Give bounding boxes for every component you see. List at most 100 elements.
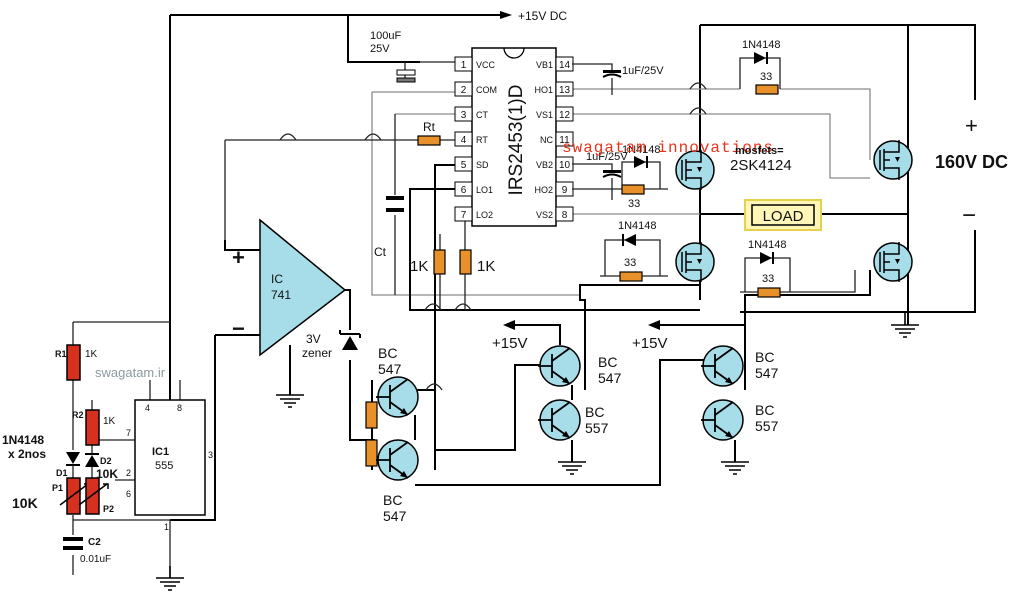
pin-number-left: 7	[461, 210, 467, 221]
pin-number-right: 14	[559, 60, 571, 71]
wire-bottom-bus	[415, 359, 705, 486]
pin-name-right: VS2	[536, 210, 553, 220]
q-top-left-line2: 547	[378, 361, 402, 377]
pin-number-left: 2	[461, 85, 467, 96]
mosfet-title: mosfets=	[735, 145, 784, 157]
res-1k-b-label: 1K	[477, 258, 495, 275]
ic1-pin2: 2	[126, 468, 131, 478]
zener-voltage: 3V	[306, 332, 321, 346]
wire-15v-cap	[347, 15, 420, 63]
label-15v-mid: +15V	[492, 335, 527, 352]
hop-1	[279, 133, 297, 141]
cap-100u-volt: 25V	[370, 43, 390, 55]
wire-q1	[414, 389, 435, 440]
ground-icon	[721, 450, 749, 475]
diode-a: 1N4148	[739, 39, 781, 89]
zener: 3V zener	[302, 330, 361, 360]
pin-name-left: VCC	[476, 60, 496, 70]
pin-box-left	[454, 81, 473, 97]
ic1-pin6: 6	[126, 489, 131, 499]
diode-b-label: 1N4148	[622, 144, 661, 156]
res-left-1	[365, 401, 378, 429]
ic-notch	[503, 47, 525, 59]
r1-label: R1	[55, 349, 67, 359]
res-33-d-label: 33	[762, 273, 774, 285]
wire-ho1	[572, 88, 871, 160]
grounds	[156, 313, 919, 591]
wire-right-out	[744, 270, 871, 390]
wire-555-gnd	[73, 519, 171, 578]
pin-number-right: 9	[562, 185, 568, 196]
diode-c-label: 1N4148	[618, 220, 657, 232]
res-r1	[66, 344, 81, 381]
wire-right-15v	[660, 324, 746, 345]
wire-mid-15v	[515, 324, 561, 345]
mosfets	[675, 140, 913, 282]
driver-ic-body	[471, 47, 557, 227]
label-15v-right: +15V	[632, 335, 667, 352]
q-right-bot-line1: BC	[755, 402, 774, 418]
diode-a-label: 1N4148	[742, 39, 781, 51]
pot-p2	[85, 477, 100, 515]
ground-icon	[891, 313, 919, 338]
res-33-c: 33	[600, 257, 668, 282]
wires	[72, 14, 976, 578]
opamp-body	[259, 218, 347, 357]
q-right-bot-line2: 557	[755, 418, 779, 434]
res-rt-label: Rt	[423, 120, 436, 134]
res-1k-a: 1K	[410, 249, 446, 310]
res-1k-a-label: 1K	[410, 258, 428, 275]
pin-name-left: COM	[476, 85, 497, 95]
hop-5	[425, 383, 443, 391]
p1-label: P1	[52, 483, 63, 493]
opamp: IC 741 + −	[232, 218, 347, 357]
wire-opamp-plus	[224, 240, 260, 251]
ground-icon	[156, 566, 184, 591]
transistor	[538, 399, 581, 441]
pin-box-left	[454, 56, 473, 72]
ic1-pin7: 7	[126, 428, 131, 438]
res-33-b-label: 33	[628, 198, 640, 210]
mosfet	[675, 242, 715, 282]
mosfet	[873, 242, 913, 282]
wire-mid-base	[435, 364, 540, 451]
pin-name-left: LO1	[476, 185, 493, 195]
wire-vs1	[572, 113, 870, 179]
mosfet	[675, 150, 715, 190]
rail-160v-minus	[740, 230, 976, 313]
r2-label: R2	[72, 410, 84, 420]
c2-label: C2	[88, 537, 101, 548]
pin-number-right: 12	[559, 110, 571, 121]
pin-name-right: VB2	[536, 160, 553, 170]
pin-number-right: 10	[559, 160, 571, 171]
diode-d-label: 1N4148	[748, 239, 787, 251]
diode-note-2: x 2nos	[8, 447, 46, 461]
watermark: swagatam innovations	[562, 139, 774, 157]
hop-7	[689, 107, 707, 115]
d1-label: D1	[56, 468, 68, 478]
res-33-d: 33	[740, 270, 856, 298]
ic1-name: IC1	[152, 446, 169, 458]
cap-1u-top-label: 1uF/25V	[622, 65, 664, 77]
wire-opamp-out	[340, 289, 351, 330]
q-right-top-line1: BC	[755, 349, 774, 365]
pin-name-right: HO2	[534, 185, 553, 195]
q-right-top-line2: 547	[755, 365, 779, 381]
pin-box-left	[454, 131, 473, 147]
ic1-pin1: 1	[164, 522, 169, 532]
q-mid-top-line1: BC	[598, 354, 617, 370]
transistor	[376, 376, 419, 418]
p2-label: P2	[103, 504, 114, 514]
res-1k-b: 1K	[459, 249, 495, 310]
pin-box-left	[454, 181, 473, 197]
ic1-pin8: 8	[177, 403, 182, 413]
timer-555: IC1 555 4 8 7 2 6 3 1 R1 1K R2 1K swagat…	[2, 344, 213, 565]
site-watermark: swagatam.ir	[95, 365, 166, 380]
q-mid-bot-line2: 557	[585, 420, 609, 436]
diode-d1	[66, 452, 80, 464]
diode-d2	[85, 455, 99, 467]
r1-value: 1K	[85, 349, 98, 360]
